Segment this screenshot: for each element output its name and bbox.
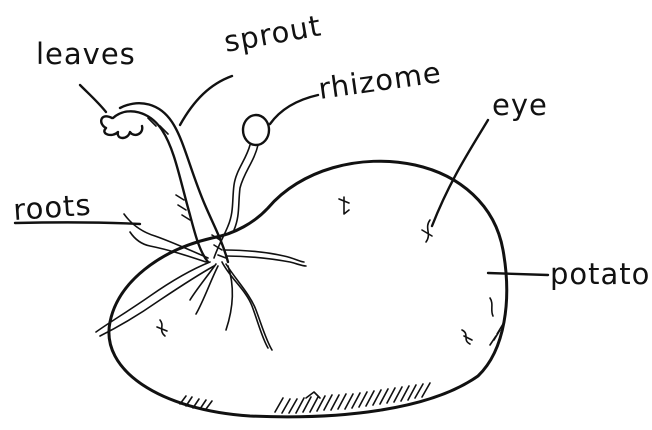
roots-drawing bbox=[96, 214, 306, 350]
label-potato: potato bbox=[550, 257, 650, 291]
leader-lines bbox=[15, 76, 548, 275]
label-sprout: sprout bbox=[221, 8, 324, 59]
potato-shading bbox=[180, 324, 503, 413]
rhizome-stem-edge bbox=[234, 145, 258, 230]
leaves-drawing bbox=[101, 116, 142, 138]
rhizome-leader bbox=[270, 95, 318, 124]
label-leaves: leaves bbox=[36, 37, 136, 71]
rhizome-stem bbox=[214, 145, 250, 258]
rhizome-bulb bbox=[243, 115, 269, 145]
sprout-stem bbox=[113, 111, 208, 262]
leaves-leader bbox=[80, 85, 106, 112]
label-roots: roots bbox=[12, 188, 92, 227]
potato-leader bbox=[488, 273, 548, 275]
label-rhizome: rhizome bbox=[316, 55, 443, 106]
potato-outline bbox=[109, 161, 507, 417]
label-eye: eye bbox=[492, 88, 548, 122]
sprout-leader bbox=[180, 76, 232, 125]
